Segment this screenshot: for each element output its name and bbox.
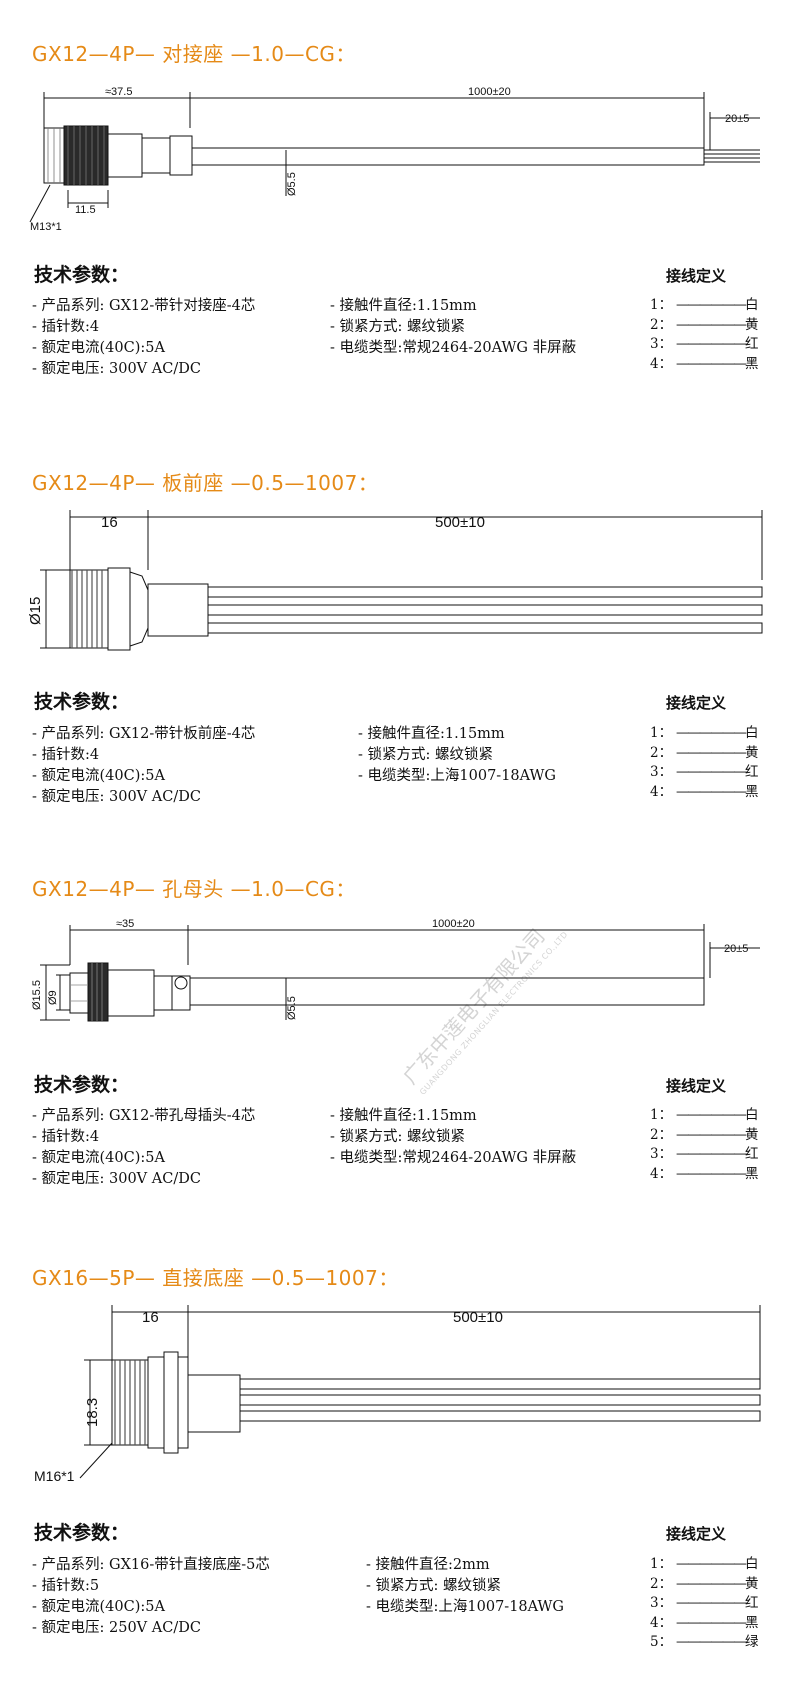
dim-label: M16*1: [34, 1468, 75, 1484]
wiring-row: 3：——————红: [650, 336, 759, 352]
wiring-row: 5：——————绿: [650, 1634, 759, 1650]
product-title: GX12—4P— 板前座 —0.5—1007：: [32, 471, 379, 495]
param-item: - 产品系列: GX16-带针直接底座-5芯: [32, 1557, 270, 1573]
wiring-row: 2：——————黄: [650, 316, 759, 333]
wiring-heading: 接线定义: [666, 267, 727, 285]
params-right-list: - 接触件直径:2mm - 锁紧方式: 螺纹锁紧 - 电缆类型:上海1007-1…: [366, 1555, 564, 1618]
param-item: - 额定电压: 250V AC/DC: [32, 1620, 201, 1636]
param-item: - 锁紧方式: 螺纹锁紧: [330, 1129, 466, 1145]
wiring-list: 1：——————白 2：——————黄 3：——————红 4：——————黑: [650, 296, 759, 374]
product-title: GX12—4P— 孔母头 —1.0—CG：: [32, 877, 356, 901]
wiring-row: 4：——————黑: [650, 355, 759, 372]
dim-label: Ø5.5: [286, 996, 298, 1020]
param-item: - 接触件直径:1.15mm: [330, 1108, 477, 1124]
wiring-row: 2：——————黄: [650, 1126, 759, 1143]
param-item: - 产品系列: GX12-带孔母插头-4芯: [32, 1108, 256, 1124]
dim-label: 1000±20: [468, 86, 511, 98]
dim-label: M13*1: [30, 221, 62, 233]
technical-drawing: ≈37.5 1000±20 20±5 Ø5.5 11.5 M13*1: [29, 86, 760, 233]
dim-label: 20±5: [724, 943, 748, 955]
param-item: - 额定电流(40C):5A: [32, 340, 165, 356]
param-item: - 锁紧方式: 螺纹锁紧: [330, 319, 466, 335]
params-right-list: - 接触件直径:1.15mm - 锁紧方式: 螺纹锁紧 - 电缆类型:常规246…: [330, 296, 576, 359]
product-title: GX12—4P— 对接座 —1.0—CG：: [32, 42, 356, 66]
wiring-heading: 接线定义: [666, 694, 727, 712]
params-left-list: - 产品系列: GX12-带针对接座-4芯 - 插针数:4 - 额定电流(40C…: [32, 296, 255, 380]
technical-drawing: ≈35 1000±20 20±5 Ø5.5 Ø15.5 Ø9: [31, 918, 760, 1022]
params-left-list: - 产品系列: GX12-带孔母插头-4芯 - 插针数:4 - 额定电流(40C…: [32, 1106, 255, 1190]
param-item: - 额定电流(40C):5A: [32, 1599, 165, 1615]
dim-label: Ø5.5: [286, 172, 298, 196]
param-item: - 额定电压: 300V AC/DC: [32, 1171, 201, 1187]
param-item: - 产品系列: GX12-带针对接座-4芯: [32, 298, 256, 314]
param-item: - 额定电流(40C):5A: [32, 768, 165, 784]
wiring-row: 4：——————黑: [650, 1165, 759, 1182]
param-item: - 电缆类型:常规2464-20AWG 非屏蔽: [330, 1150, 577, 1166]
wiring-row: 3：——————红: [650, 764, 759, 780]
param-item: - 产品系列: GX12-带针板前座-4芯: [32, 726, 256, 742]
dim-label: 16: [142, 1309, 159, 1326]
param-item: - 接触件直径:1.15mm: [358, 726, 505, 742]
technical-drawing: 16 500±10 18.3 M16*1: [34, 1305, 761, 1484]
params-heading: 技术参数：: [34, 264, 130, 286]
wiring-row: 1：——————白: [650, 1107, 759, 1123]
wiring-row: 1：——————白: [650, 1556, 759, 1572]
param-item: - 接触件直径:1.15mm: [330, 298, 477, 314]
dim-label: 11.5: [75, 204, 96, 216]
params-heading: 技术参数：: [34, 1522, 130, 1544]
param-item: - 插针数:4: [32, 747, 100, 763]
product-title: GX16—5P— 直接底座 —0.5—1007：: [32, 1266, 399, 1290]
wiring-list: 1：——————白 2：——————黄 3：——————红 4：——————黑 …: [650, 1555, 759, 1653]
dim-label: Ø9: [47, 990, 59, 1005]
wiring-list: 1：——————白 2：——————黄 3：——————红 4：——————黑: [650, 724, 759, 802]
param-item: - 插针数:4: [32, 319, 100, 335]
dim-label: ≈35: [116, 918, 134, 930]
dim-label: Ø15: [27, 597, 44, 625]
wiring-list: 1：——————白 2：——————黄 3：——————红 4：——————黑: [650, 1106, 759, 1184]
params-heading: 技术参数：: [34, 1074, 130, 1096]
wiring-row: 3：——————红: [650, 1146, 759, 1162]
dim-label: 500±10: [453, 1309, 503, 1326]
wiring-row: 1：——————白: [650, 297, 759, 313]
dim-label: ≈37.5: [105, 86, 132, 98]
wiring-row: 1：——————白: [650, 725, 759, 741]
dim-label: 18.3: [84, 1398, 101, 1427]
wiring-row: 3：——————红: [650, 1595, 759, 1611]
param-item: - 额定电压: 300V AC/DC: [32, 361, 201, 377]
params-heading: 技术参数：: [34, 691, 130, 713]
dim-label: 16: [101, 514, 118, 531]
param-item: - 电缆类型:常规2464-20AWG 非屏蔽: [330, 340, 577, 356]
param-item: - 插针数:5: [32, 1578, 100, 1594]
wiring-heading: 接线定义: [666, 1525, 727, 1543]
dim-label: 1000±20: [432, 918, 475, 930]
param-item: - 额定电流(40C):5A: [32, 1150, 165, 1166]
wiring-row: 2：——————黄: [650, 1575, 759, 1592]
wiring-row: 4：——————黑: [650, 1614, 759, 1631]
params-right-list: - 接触件直径:1.15mm - 锁紧方式: 螺纹锁紧 - 电缆类型:上海100…: [358, 724, 556, 787]
dim-label: Ø15.5: [31, 980, 43, 1010]
params-left-list: - 产品系列: GX12-带针板前座-4芯 - 插针数:4 - 额定电流(40C…: [32, 724, 255, 808]
wiring-row: 4：——————黑: [650, 783, 759, 800]
param-item: - 电缆类型:上海1007-18AWG: [358, 768, 557, 784]
param-item: - 电缆类型:上海1007-18AWG: [366, 1599, 565, 1615]
wiring-row: 2：——————黄: [650, 744, 759, 761]
dim-label: 500±10: [435, 514, 485, 531]
param-item: - 锁紧方式: 螺纹锁紧: [366, 1578, 502, 1594]
param-item: - 插针数:4: [32, 1129, 100, 1145]
technical-drawing: 16 500±10 Ø15: [27, 510, 763, 651]
param-item: - 接触件直径:2mm: [366, 1557, 490, 1573]
dim-label: 20±5: [725, 113, 749, 125]
wiring-heading: 接线定义: [666, 1077, 727, 1095]
params-left-list: - 产品系列: GX16-带针直接底座-5芯 - 插针数:5 - 额定电流(40…: [32, 1555, 270, 1639]
params-right-list: - 接触件直径:1.15mm - 锁紧方式: 螺纹锁紧 - 电缆类型:常规246…: [330, 1106, 576, 1169]
param-item: - 锁紧方式: 螺纹锁紧: [358, 747, 494, 763]
param-item: - 额定电压: 300V AC/DC: [32, 789, 201, 805]
